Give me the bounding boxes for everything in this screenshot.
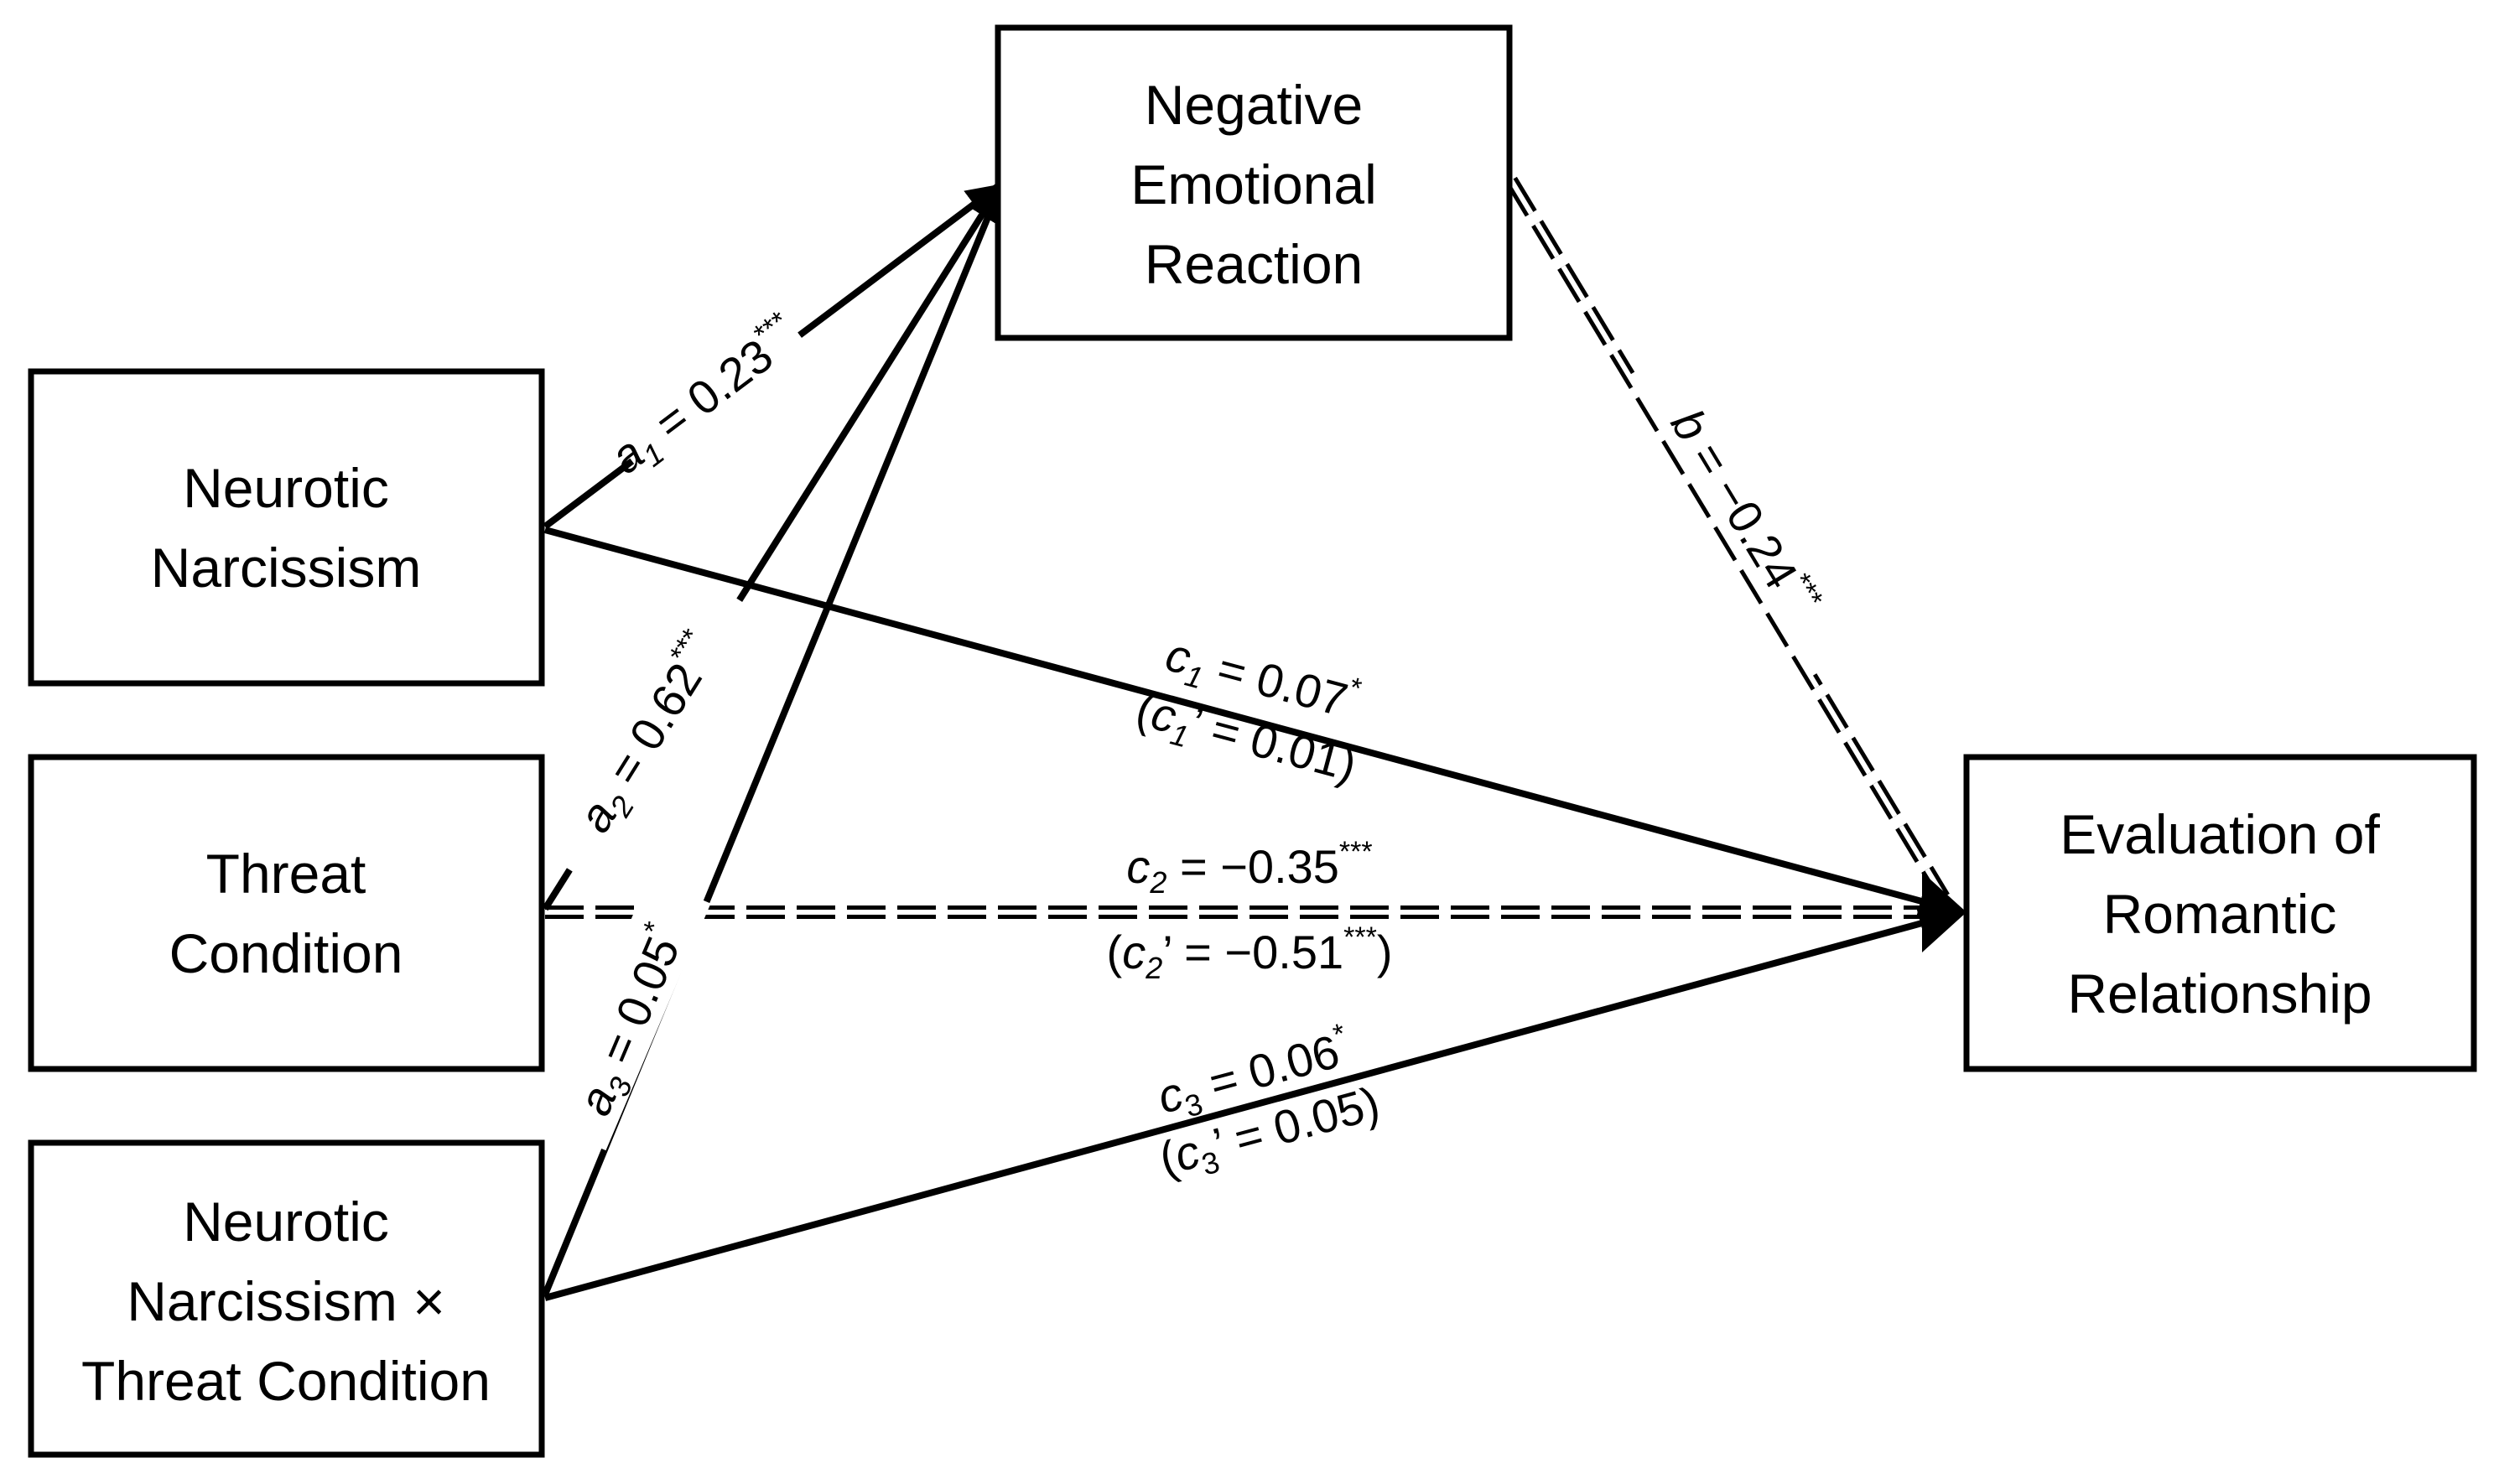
label-b: b = −0.24*** xyxy=(1661,398,1830,626)
node-x3-line-1: Neurotic xyxy=(183,1191,389,1253)
node-outcome-line-3: Relationship xyxy=(2067,963,2372,1025)
node-outcome: Evaluation of Romantic Relationship xyxy=(1963,754,2477,1072)
node-x1: Neurotic Narcissism xyxy=(28,368,545,687)
node-x2: Threat Condition xyxy=(28,754,545,1072)
node-outcome-line-1: Evaluation of xyxy=(2060,803,2380,865)
node-x3-line-3: Threat Condition xyxy=(81,1350,491,1412)
node-x3: Neurotic Narcissism × Threat Condition xyxy=(28,1139,545,1458)
node-x1-line-2: Narcissism xyxy=(151,537,422,599)
node-outcome-line-2: Romantic xyxy=(2103,883,2337,945)
label-c2: c2 = −0.35*** (c2’ = −0.51***) xyxy=(1107,836,1393,985)
svg-text:c2 = −0.35***: c2 = −0.35*** xyxy=(1126,836,1372,900)
node-x2-line-1: Threat xyxy=(206,843,366,905)
node-x1-line-1: Neurotic xyxy=(183,457,389,519)
label-a1: a1 = 0.23*** xyxy=(598,305,813,489)
outcome-arrowhead xyxy=(1922,872,1966,952)
svg-text:(c2’ = −0.51***): (c2’ = −0.51***) xyxy=(1107,921,1393,985)
node-mediator-line-1: Negative xyxy=(1145,74,1364,136)
node-mediator-line-3: Reaction xyxy=(1145,233,1364,295)
label-a3: a3 = 0.05* xyxy=(564,917,700,1125)
label-gaps xyxy=(531,303,1866,1151)
path-c3-line xyxy=(543,907,1953,1301)
path-c1-line xyxy=(543,527,1953,917)
label-c1: c1 = 0.07* (c1’ = 0.01) xyxy=(1131,627,1365,791)
node-mediator: Negative Emotional Reaction xyxy=(995,24,1513,341)
node-x2-line-2: Condition xyxy=(169,922,403,984)
node-x3-line-2: Narcissism × xyxy=(127,1270,445,1332)
node-mediator-line-2: Emotional xyxy=(1130,153,1377,215)
